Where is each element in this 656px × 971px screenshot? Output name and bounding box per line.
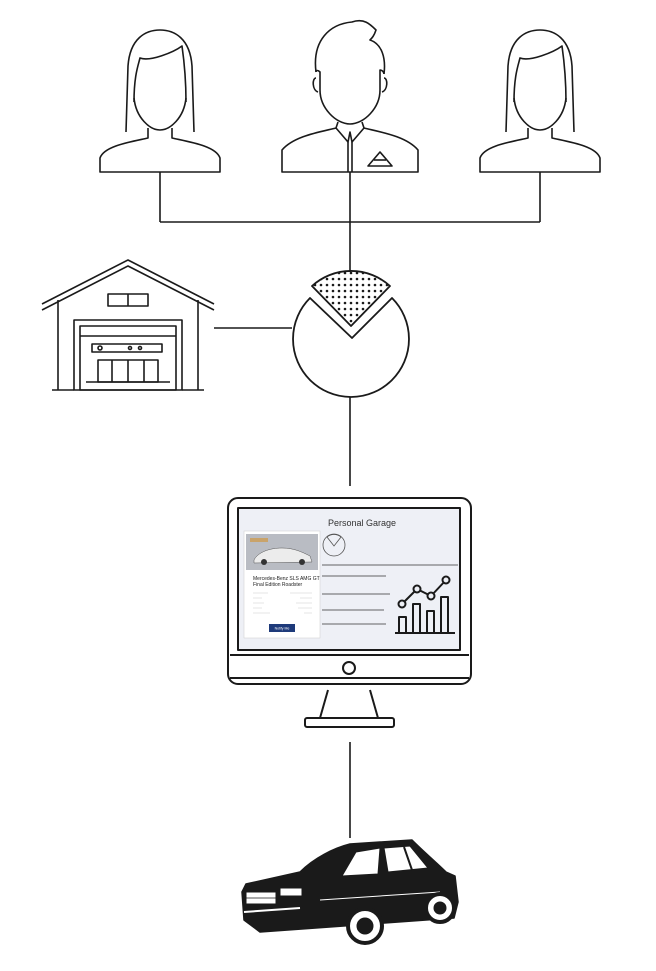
notify-button[interactable] <box>269 624 295 632</box>
pie-chart-icon <box>292 270 410 398</box>
garage-icon <box>41 259 215 391</box>
car-name-line2: Final Edition Roadster <box>253 582 303 588</box>
car-photo-vehicle <box>253 547 313 564</box>
notify-button-label: Notify Me <box>275 627 290 631</box>
connector-lines <box>159 172 541 838</box>
woman-icon <box>99 29 221 173</box>
bar-chart-icon <box>395 575 455 634</box>
screen-divider-lines <box>322 564 458 625</box>
personal-garage-screen: Personal Garage Mercedes-Benz SLS AMG GT… <box>243 518 458 639</box>
car-icon <box>241 839 459 945</box>
page-title: Personal Garage <box>328 518 396 528</box>
spec-rows <box>253 592 312 614</box>
woman-icon <box>479 29 601 173</box>
car-card[interactable]: Mercedes-Benz SLS AMG GT Final Edition R… <box>243 530 321 639</box>
man-icon <box>281 19 419 173</box>
mini-pie-icon <box>322 533 346 557</box>
car-name-line1: Mercedes-Benz SLS AMG GT <box>253 576 320 582</box>
